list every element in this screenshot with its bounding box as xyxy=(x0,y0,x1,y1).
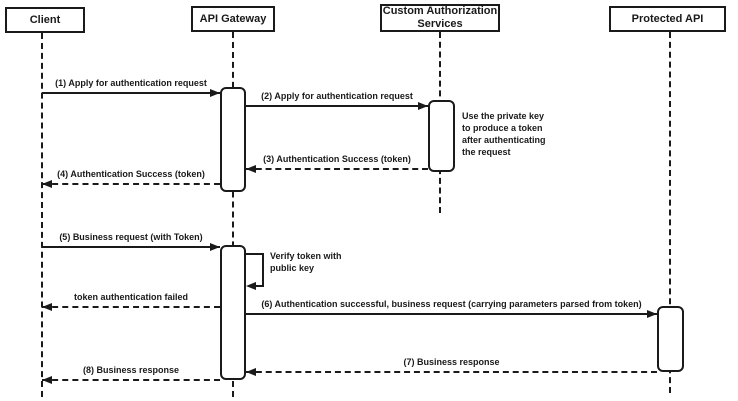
actor-custom-authorization-services: Custom Authorization Services xyxy=(380,4,500,32)
message-4-line xyxy=(42,183,220,185)
message-6-label: (6) Authentication successful, business … xyxy=(261,299,642,309)
arrowhead-icon xyxy=(647,310,657,318)
message-token-failed-label: token authentication failed xyxy=(73,292,188,302)
message-8-line xyxy=(42,379,220,381)
self-loop-bottom-segment xyxy=(252,285,264,287)
arrowhead-icon xyxy=(246,165,256,173)
message-3-label: (3) Authentication Success (token) xyxy=(263,154,411,164)
arrowhead-icon xyxy=(418,102,428,110)
arrowhead-icon xyxy=(246,368,256,376)
activation-protected-api xyxy=(657,306,684,372)
actor-api-gateway-label: API Gateway xyxy=(199,12,267,25)
arrowhead-icon xyxy=(210,89,220,97)
arrowhead-icon xyxy=(42,180,52,188)
message-3-line xyxy=(246,168,428,170)
actor-protected-api: Protected API xyxy=(609,6,726,32)
message-8-label: (8) Business response xyxy=(82,365,180,375)
actor-client: Client xyxy=(5,7,85,33)
self-loop-top-segment xyxy=(246,253,264,255)
message-2-line xyxy=(246,105,428,107)
message-5-line xyxy=(42,246,220,248)
lifeline-client xyxy=(41,33,43,397)
arrowhead-icon xyxy=(42,303,52,311)
actor-client-label: Client xyxy=(29,13,61,26)
message-6-line xyxy=(246,313,657,315)
actor-api-gateway: API Gateway xyxy=(191,6,275,32)
message-7-label: (7) Business response xyxy=(403,357,500,367)
arrowhead-icon xyxy=(246,282,256,290)
message-1-label: (1) Apply for authentication request xyxy=(55,78,207,88)
arrowhead-icon xyxy=(42,376,52,384)
message-1-line xyxy=(42,92,220,94)
message-token-failed-line xyxy=(42,306,220,308)
message-5-label: (5) Business request (with Token) xyxy=(59,232,203,242)
lifeline-protected-api xyxy=(669,32,671,393)
lifeline-api-gateway xyxy=(232,32,234,397)
activation-api-gateway-business xyxy=(220,245,246,380)
actor-protected-api-label: Protected API xyxy=(631,12,704,25)
activation-api-gateway-authentication xyxy=(220,87,246,192)
message-2-label: (2) Apply for authentication request xyxy=(261,91,413,101)
arrowhead-icon xyxy=(210,243,220,251)
activation-custom-authorization-services xyxy=(428,100,455,172)
message-7-line xyxy=(246,371,657,373)
message-4-label: (4) Authentication Success (token) xyxy=(57,169,205,179)
note-verify-token: Verify token with public key xyxy=(270,251,342,273)
actor-custom-authorization-services-label: Custom Authorization Services xyxy=(382,5,498,30)
self-loop-right-segment xyxy=(262,253,264,285)
note-private-key: Use the private key to produce a token a… xyxy=(462,111,546,157)
